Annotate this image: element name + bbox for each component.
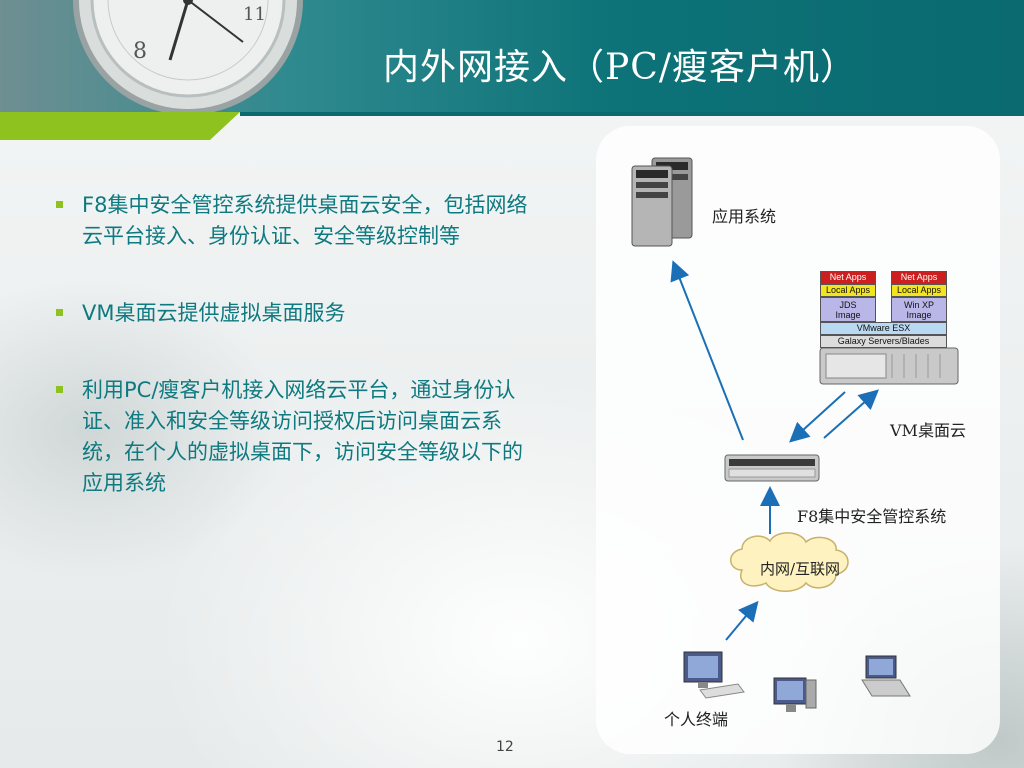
bullet-text: 利用PC/瘦客户机接入网络云平台，通过身份认证、准入和安全等级访问授权后访问桌面…: [82, 378, 523, 495]
f8-system-label: F8集中安全管控系统: [797, 507, 947, 526]
servers-layer: Galaxy Servers/Blades: [820, 335, 947, 348]
left-local-apps: Local Apps: [820, 284, 876, 297]
bullet-marker-icon: [56, 309, 63, 316]
svg-text:8: 8: [133, 39, 147, 64]
desktop-monitor-icon: [683, 651, 745, 699]
accent-stripe: [0, 112, 1024, 140]
bullet-text: VM桌面云提供虚拟桌面服务: [82, 301, 346, 325]
vm-desktop-label: VM桌面云: [890, 421, 966, 440]
left-image: JDS Image: [820, 297, 876, 322]
rack-server-icon: [819, 347, 959, 385]
bullet-marker-icon: [56, 201, 63, 208]
bullet-text: F8集中安全管控系统提供桌面云安全，包括网络云平台接入、身份认证、安全等级控制等: [82, 193, 528, 248]
svg-text:11: 11: [243, 4, 266, 25]
bullet-item: F8集中安全管控系统提供桌面云安全，包括网络云平台接入、身份认证、安全等级控制等: [56, 190, 536, 252]
laptop-icon: [861, 655, 911, 697]
bullet-marker-icon: [56, 386, 63, 393]
network-label: 内网/互联网: [759, 560, 841, 578]
pocket-watch-image: 8 11 12: [73, 0, 303, 115]
server-tower-icon: [631, 157, 693, 247]
terminal-label: 个人终端: [664, 710, 729, 729]
right-net-apps: Net Apps: [891, 271, 947, 284]
bullet-item: 利用PC/瘦客户机接入网络云平台，通过身份认证、准入和安全等级访问授权后访问桌面…: [56, 375, 536, 499]
slide-title: 内外网接入（PC/瘦客户机）: [383, 47, 857, 88]
page-number: 12: [496, 739, 514, 755]
right-image: Win XP Image: [891, 297, 947, 322]
right-local-apps: Local Apps: [891, 284, 947, 297]
esx-layer: VMware ESX: [820, 322, 947, 335]
bullet-item: VM桌面云提供虚拟桌面服务: [56, 298, 536, 329]
left-net-apps: Net Apps: [820, 271, 876, 284]
bullet-list: F8集中安全管控系统提供桌面云安全，包括网络云平台接入、身份认证、安全等级控制等…: [56, 190, 536, 545]
desktop-monitor-icon: [773, 677, 817, 712]
app-system-label: 应用系统: [712, 207, 777, 226]
cloud-icon: [730, 532, 849, 592]
switch-icon: [724, 454, 820, 482]
